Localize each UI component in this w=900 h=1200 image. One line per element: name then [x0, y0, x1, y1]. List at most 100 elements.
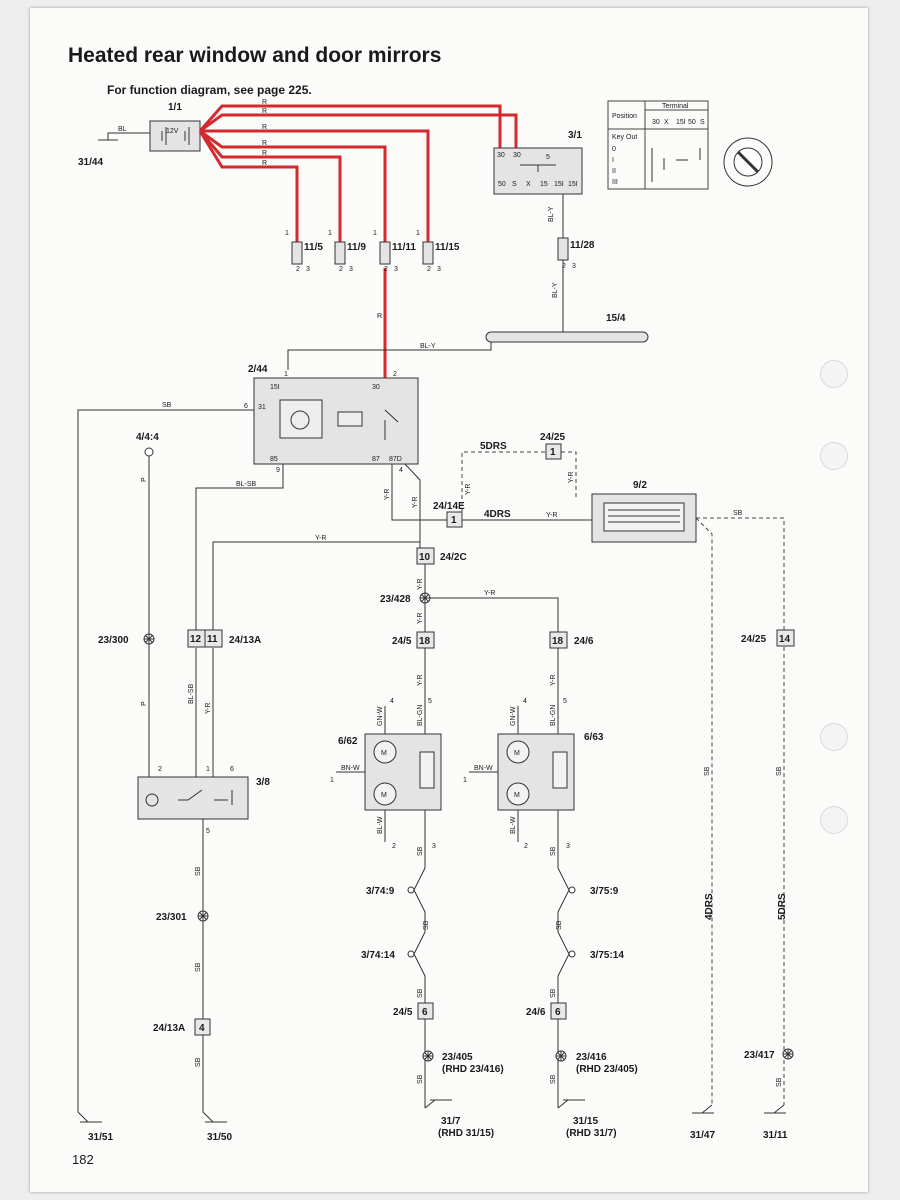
relay-87-wire: [391, 464, 448, 521]
battery-1-1: 12V 1/1: [149, 102, 201, 152]
svg-text:85: 85: [270, 456, 278, 463]
svg-text:SB: SB: [550, 846, 557, 856]
svg-text:6: 6: [230, 766, 234, 773]
indicator-lamp-icon: [144, 447, 154, 457]
svg-text:SB: SB: [550, 988, 557, 998]
svg-text:1: 1: [550, 447, 556, 458]
bl-sb-wire: [195, 464, 284, 630]
svg-text:11: 11: [207, 634, 218, 645]
svg-text:P: P: [141, 701, 148, 706]
splice-23-417: [782, 1048, 794, 1060]
svg-text:24/25: 24/25: [540, 432, 565, 443]
svg-text:30: 30: [497, 152, 505, 159]
svg-text:4: 4: [523, 698, 527, 705]
svg-text:6/63: 6/63: [584, 732, 604, 743]
svg-text:31/47: 31/47: [690, 1130, 715, 1141]
svg-text:4: 4: [399, 467, 403, 474]
svg-text:3/8: 3/8: [256, 777, 270, 788]
left-mirror-ground-wire: [413, 810, 426, 1108]
connector-24-14e: 1 24/14E: [433, 501, 465, 528]
connector-24-5: 18 24/5: [392, 631, 435, 649]
svg-text:2: 2: [393, 371, 397, 378]
svg-text:5: 5: [206, 828, 210, 835]
svg-text:3: 3: [566, 843, 570, 850]
svg-text:Y-R: Y-R: [417, 613, 424, 624]
svg-text:BN-W: BN-W: [341, 765, 360, 772]
svg-text:15I: 15I: [554, 181, 564, 188]
splice-23-300: [143, 633, 155, 645]
svg-text:2: 2: [384, 266, 388, 273]
svg-text:III: III: [612, 179, 618, 186]
svg-text:Y-R: Y-R: [546, 512, 557, 519]
svg-text:2: 2: [524, 843, 528, 850]
splice-23-416: [555, 1050, 567, 1062]
svg-text:5DRS: 5DRS: [480, 441, 507, 452]
svg-text:1: 1: [328, 230, 332, 237]
svg-text:24/13A: 24/13A: [153, 1023, 185, 1034]
svg-text:9: 9: [276, 467, 280, 474]
door-mirror-6-63: 6/63 M M 4 5 1 2 3: [463, 698, 604, 850]
svg-text:3: 3: [349, 266, 353, 273]
ground-31-47: 31/47: [690, 1104, 715, 1141]
svg-text:14: 14: [779, 634, 791, 645]
splice-23-428: [419, 592, 431, 604]
svg-text:X: X: [526, 181, 531, 188]
svg-text:30: 30: [372, 384, 380, 391]
svg-text:SB: SB: [704, 766, 711, 776]
svg-text:18: 18: [552, 636, 564, 647]
svg-text:R: R: [262, 99, 267, 106]
svg-text:3: 3: [306, 266, 310, 273]
connector-24-13a-lower: 4 24/13A: [153, 1018, 211, 1036]
binder-hole: [820, 442, 848, 470]
rear-window-ground-5drs: [696, 517, 785, 1105]
y-r-right-mirror-wire: [430, 597, 559, 632]
svg-text:Y-R: Y-R: [315, 535, 326, 542]
indicator-4-4-4: 4/4:4: [136, 432, 159, 443]
binder-hole: [820, 360, 848, 388]
svg-text:BL-W: BL-W: [377, 816, 384, 834]
svg-text:2: 2: [392, 843, 396, 850]
svg-text:Position: Position: [612, 113, 637, 120]
svg-text:24/14E: 24/14E: [433, 501, 465, 512]
svg-text:BL-SB: BL-SB: [236, 481, 257, 488]
svg-text:31: 31: [258, 404, 266, 411]
svg-text:1/1: 1/1: [168, 102, 182, 113]
svg-text:0: 0: [612, 146, 616, 153]
svg-text:31/50: 31/50: [207, 1132, 232, 1143]
svg-text:BL-Y: BL-Y: [420, 343, 436, 350]
svg-text:Y-R: Y-R: [568, 472, 575, 483]
svg-text:23/428: 23/428: [380, 594, 411, 605]
ground-31-44: 31/44: [78, 157, 103, 168]
svg-text:SB: SB: [556, 920, 563, 930]
svg-text:BL-W: BL-W: [510, 816, 517, 834]
svg-text:18: 18: [419, 636, 431, 647]
connector-24-25-top: 1 24/25: [540, 432, 565, 460]
svg-text:1: 1: [416, 230, 420, 237]
svg-text:2: 2: [296, 266, 300, 273]
svg-text:11/11: 11/11: [392, 242, 416, 253]
svg-text:Y-R: Y-R: [484, 590, 495, 597]
svg-text:(RHD 31/15): (RHD 31/15): [438, 1128, 494, 1139]
svg-text:50: 50: [498, 181, 506, 188]
svg-text:R: R: [377, 313, 382, 320]
svg-text:11/9: 11/9: [347, 242, 366, 253]
svg-text:15I: 15I: [270, 384, 280, 391]
relay-87d-wire: [404, 463, 421, 548]
svg-text:9/2: 9/2: [633, 480, 647, 491]
svg-text:M: M: [381, 792, 387, 799]
svg-text:3: 3: [394, 266, 398, 273]
door-connection-3-75-14: 3/75:14: [590, 950, 624, 961]
ignition-key-icon: [723, 137, 773, 187]
svg-text:24/2C: 24/2C: [440, 552, 467, 563]
svg-text:23/405: 23/405: [442, 1052, 473, 1063]
svg-text:BL-Y: BL-Y: [552, 282, 559, 298]
svg-text:SB: SB: [195, 1057, 202, 1067]
svg-text:6: 6: [244, 403, 248, 410]
svg-text:R: R: [262, 150, 267, 157]
svg-text:S: S: [512, 181, 517, 188]
door-connection-3-75-9: 3/75:9: [590, 886, 619, 897]
svg-text:24/5: 24/5: [392, 636, 412, 647]
